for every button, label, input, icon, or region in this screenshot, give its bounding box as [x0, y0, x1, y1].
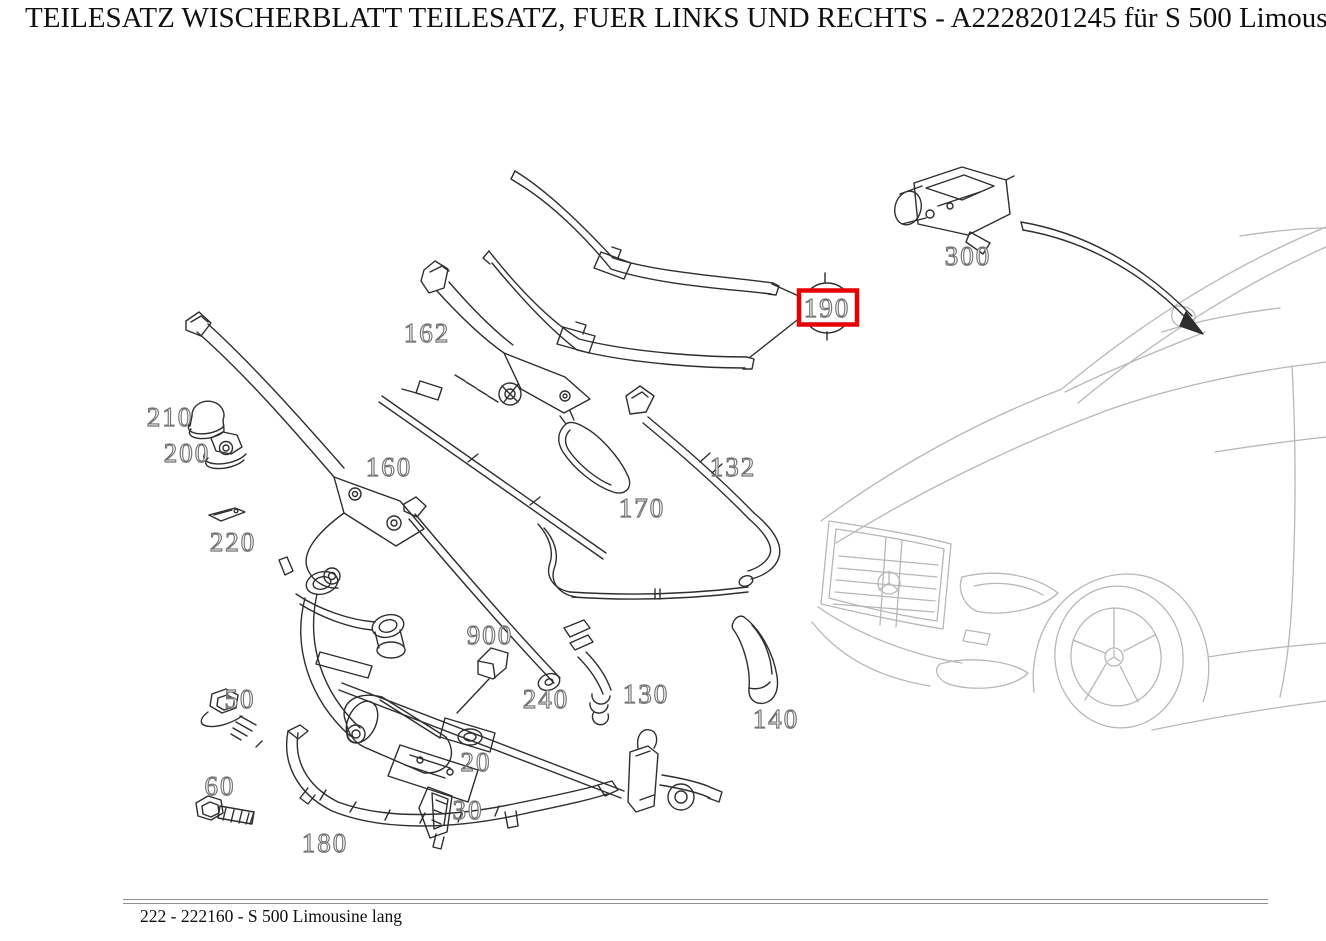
callout-label: 160 — [366, 452, 413, 482]
callout-label: 170 — [619, 493, 666, 523]
car-outline-art — [811, 226, 1326, 731]
bolt-50-art — [200, 688, 263, 748]
nut-200-art — [203, 431, 247, 470]
clip-900-art — [456, 647, 509, 714]
boot-170-art — [558, 410, 631, 494]
bracket-30-art — [418, 786, 453, 850]
callout-900[interactable]: 900 — [466, 619, 514, 650]
callout-50[interactable]: 50 — [224, 683, 256, 714]
moulding-arrow-art — [1020, 221, 1204, 335]
callout-label: 210 — [147, 402, 194, 432]
callout-label: 162 — [404, 318, 451, 348]
callout-210[interactable]: 210 — [146, 401, 194, 432]
callout-label: 300 — [945, 241, 992, 271]
callout-220[interactable]: 220 — [209, 526, 257, 557]
highlight-box — [796, 288, 860, 327]
wiper-linkage-20-art — [278, 395, 723, 813]
footer-caption: 222 - 222160 - S 500 Limousine lang — [140, 906, 402, 926]
callout-label: 30 — [453, 795, 484, 825]
callout-30[interactable]: 30 — [452, 794, 484, 825]
wiper-blade-lower-art — [482, 250, 755, 370]
callout-label: 20 — [461, 747, 492, 777]
cap-210-art — [187, 400, 225, 440]
page-title: TEILESATZ WISCHERBLATT TEILESATZ, FUER L… — [25, 2, 1326, 34]
callout-190[interactable]: 190 — [796, 282, 860, 334]
console-frame-180-art — [286, 724, 619, 829]
callout-140[interactable]: 140 — [752, 703, 800, 734]
callout-layer: 190 162 160 210 200 220 170 132 900 240 130 140 50 20… — [146, 240, 992, 858]
callout-label: 130 — [623, 679, 670, 709]
callout-160[interactable]: 160 — [365, 451, 413, 482]
callout-20[interactable]: 20 — [460, 746, 492, 777]
callout-300[interactable]: 300 — [944, 240, 992, 271]
washer-hose-132-art — [537, 385, 781, 600]
callout-label: 140 — [753, 704, 800, 734]
callout-132[interactable]: 132 — [709, 451, 757, 482]
footer-divider — [123, 899, 1268, 904]
callout-200[interactable]: 200 — [163, 437, 211, 468]
callout-240[interactable]: 240 — [522, 683, 570, 714]
wiper-arm-162-art — [401, 260, 591, 414]
callout-label: 190 — [804, 293, 851, 323]
callout-130[interactable]: 130 — [622, 678, 670, 709]
callout-180[interactable]: 180 — [301, 827, 349, 858]
callout-60[interactable]: 60 — [204, 770, 236, 801]
callout-170[interactable]: 170 — [618, 492, 666, 523]
cover-140-art — [731, 615, 779, 705]
clip-220-art — [208, 507, 246, 522]
hose-elbow-130-art — [563, 619, 612, 726]
callout-label: 50 — [225, 684, 256, 714]
bolt-60-art — [195, 795, 255, 825]
callout-label: 180 — [302, 828, 349, 858]
wiper-blade-upper-art — [510, 170, 780, 296]
callout-label: 132 — [710, 452, 757, 482]
callout-label: 240 — [523, 684, 570, 714]
callout-162[interactable]: 162 — [403, 317, 451, 348]
callout-label: 60 — [205, 771, 236, 801]
callout-label: 200 — [164, 438, 211, 468]
wiper-motor-300-art — [893, 166, 1015, 255]
callout-label: 220 — [210, 527, 257, 557]
callout-label: 900 — [467, 620, 514, 650]
